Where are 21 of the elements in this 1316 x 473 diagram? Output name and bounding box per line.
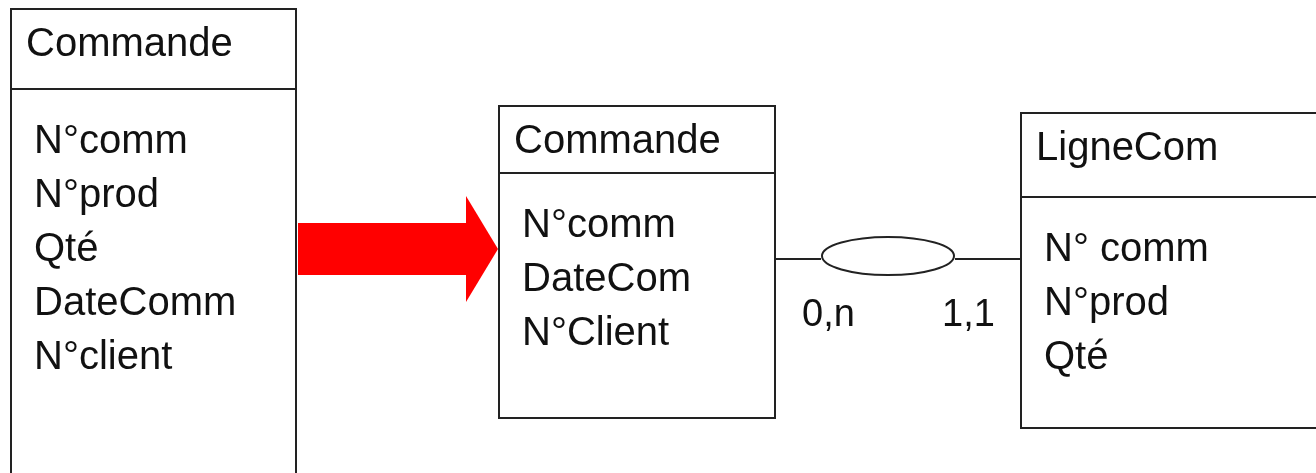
association-ellipse bbox=[821, 236, 955, 276]
connector-line bbox=[954, 258, 1021, 260]
attribute-text: Qté bbox=[34, 224, 99, 271]
attribute-text: N°comm bbox=[522, 200, 676, 247]
attribute-text: DateComm bbox=[34, 278, 237, 325]
attribute-text: N°prod bbox=[34, 170, 159, 217]
entity-title: Commande bbox=[514, 117, 721, 161]
attribute-text: Qté bbox=[1044, 332, 1109, 379]
entity-title: LigneCom bbox=[1036, 124, 1219, 168]
entity-box bbox=[10, 8, 297, 473]
block-arrow bbox=[298, 196, 498, 302]
attribute-text: DateCom bbox=[522, 254, 691, 301]
attribute-text: N°comm bbox=[34, 116, 188, 163]
attribute-text: N°Client bbox=[522, 308, 670, 355]
entity-box bbox=[1020, 112, 1316, 429]
attribute-text: N° comm bbox=[1044, 224, 1209, 271]
entity-box bbox=[498, 105, 776, 419]
attribute-text: N°client bbox=[34, 332, 173, 379]
entity-title: Commande bbox=[26, 20, 233, 64]
connector-line bbox=[775, 258, 822, 260]
attribute-text: N°prod bbox=[1044, 278, 1169, 325]
